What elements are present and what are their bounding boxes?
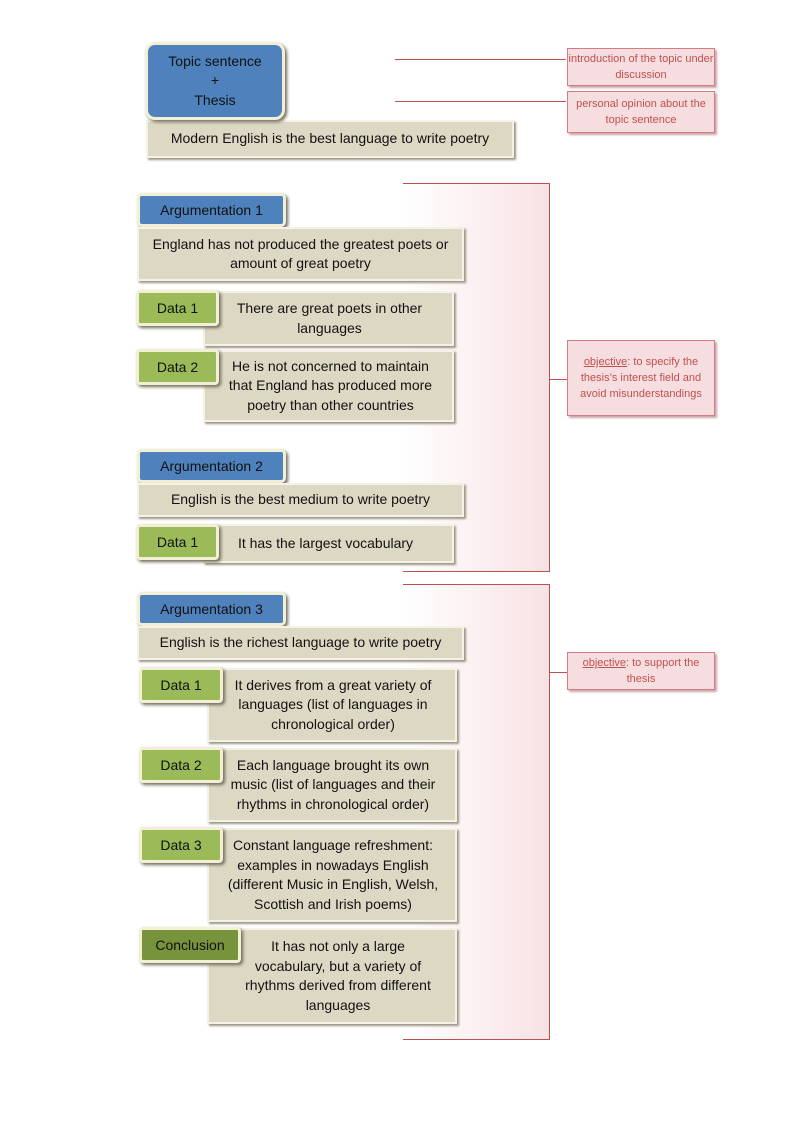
bracket-1-vertical — [549, 183, 550, 572]
argumentation-1-claim-text: England has not produced the greatest po… — [152, 235, 449, 272]
arg1-data-2-label-text: Data 2 — [156, 359, 199, 375]
arg2-data-1-label-text: Data 1 — [156, 534, 199, 550]
objective-1-body: : to specify the thesis’s interest field… — [580, 356, 702, 400]
note-personal-opinion: personal opinion about the topic sentenc… — [567, 91, 715, 133]
argumentation-1-claim: England has not produced the greatest po… — [137, 227, 464, 281]
thesis-connector-2 — [395, 101, 566, 102]
thesis-connector-1 — [395, 59, 566, 60]
thesis-header: Topic sentence + Thesis — [145, 42, 285, 120]
arg1-data-2-text-box: He is not concerned to maintain that Eng… — [203, 350, 454, 422]
argumentation-2-claim-text: English is the best medium to write poet… — [170, 491, 431, 508]
note-topic-intro: introduction of the topic under discussi… — [567, 48, 715, 86]
thesis-header-line-2: + — [210, 72, 220, 89]
arg3-data-1-text-box: It derives from a great variety of langu… — [207, 668, 457, 742]
bracket-2-vertical — [549, 584, 550, 1040]
bracket-1-top — [403, 183, 550, 184]
bracket-2-top — [403, 584, 550, 585]
arg1-data-1-label-text: Data 1 — [156, 300, 199, 316]
thesis-header-line-1: Topic sentence — [168, 52, 262, 69]
arg1-data-1-label: Data 1 — [136, 290, 219, 326]
argumentation-1-label-text: Argumentation 1 — [160, 202, 263, 218]
arg1-data-2-label: Data 2 — [136, 349, 219, 385]
arg3-data-2-text-box: Each language brought its own music (lis… — [207, 748, 457, 822]
note-objective-2: objective: to support the thesis — [567, 652, 715, 690]
arg2-data-1-label: Data 1 — [136, 524, 219, 560]
note-personal-opinion-text: personal opinion about the topic sentenc… — [576, 98, 706, 126]
bracket-1-bottom — [403, 571, 550, 572]
conclusion-label-text: Conclusion — [155, 937, 225, 953]
argumentation-3-claim: English is the richest language to write… — [137, 626, 464, 660]
objective-2-body: : to support the thesis — [626, 657, 700, 685]
note-objective-1: objective: to specify the thesis’s inter… — [567, 340, 715, 416]
arg3-data-1-label: Data 1 — [139, 667, 223, 703]
arg3-data-3-text: Constant language refreshment: examples … — [227, 837, 439, 912]
argumentation-3-label-text: Argumentation 3 — [160, 601, 263, 617]
arg3-data-2-label-text: Data 2 — [160, 757, 202, 773]
conclusion-text: It has not only a large vocabulary, but … — [245, 938, 431, 1013]
arg2-data-1-text: It has the largest vocabulary — [237, 534, 414, 551]
argumentation-1-label: Argumentation 1 — [137, 193, 286, 227]
argumentation-2-label: Argumentation 2 — [137, 449, 286, 483]
arg3-data-3-text-box: Constant language refreshment: examples … — [207, 828, 457, 922]
argumentation-3-claim-text: English is the richest language to write… — [159, 634, 442, 651]
conclusion-text-box: It has not only a large vocabulary, but … — [207, 928, 457, 1024]
arg3-data-2-label: Data 2 — [139, 747, 223, 783]
argumentation-3-label: Argumentation 3 — [137, 592, 286, 626]
arg3-data-3-label-text: Data 3 — [160, 837, 202, 853]
arg1-data-1-text: There are great poets in other languages — [236, 300, 423, 336]
note-objective-2-text: objective: to support the thesis — [576, 655, 706, 687]
thesis-statement-text: Modern English is the best language to w… — [170, 130, 490, 147]
argumentation-2-label-text: Argumentation 2 — [160, 458, 263, 474]
arg1-data-1-text-box: There are great poets in other languages — [203, 291, 454, 346]
thesis-header-line-3: Thesis — [194, 91, 236, 108]
bracket-2-bottom — [403, 1039, 550, 1040]
arg1-data-2-text: He is not concerned to maintain that Eng… — [228, 357, 433, 413]
arg3-data-1-label-text: Data 1 — [160, 677, 202, 693]
arg3-data-1-text: It derives from a great variety of langu… — [234, 676, 432, 732]
bracket-1-connector — [549, 379, 567, 380]
bracket-2-connector — [549, 672, 567, 673]
conclusion-label: Conclusion — [139, 927, 241, 963]
thesis-statement: Modern English is the best language to w… — [146, 120, 514, 158]
arg3-data-2-text: Each language brought its own music (lis… — [230, 756, 436, 812]
arg3-data-3-label: Data 3 — [139, 827, 223, 863]
objective-1-label: objective — [583, 356, 628, 368]
arg2-data-1-text-box: It has the largest vocabulary — [203, 524, 454, 563]
argumentation-2-claim: English is the best medium to write poet… — [137, 483, 464, 517]
note-objective-1-text: objective: to specify the thesis’s inter… — [576, 354, 706, 402]
objective-2-label: objective — [582, 657, 627, 669]
note-topic-intro-text: introduction of the topic under discussi… — [568, 53, 714, 81]
